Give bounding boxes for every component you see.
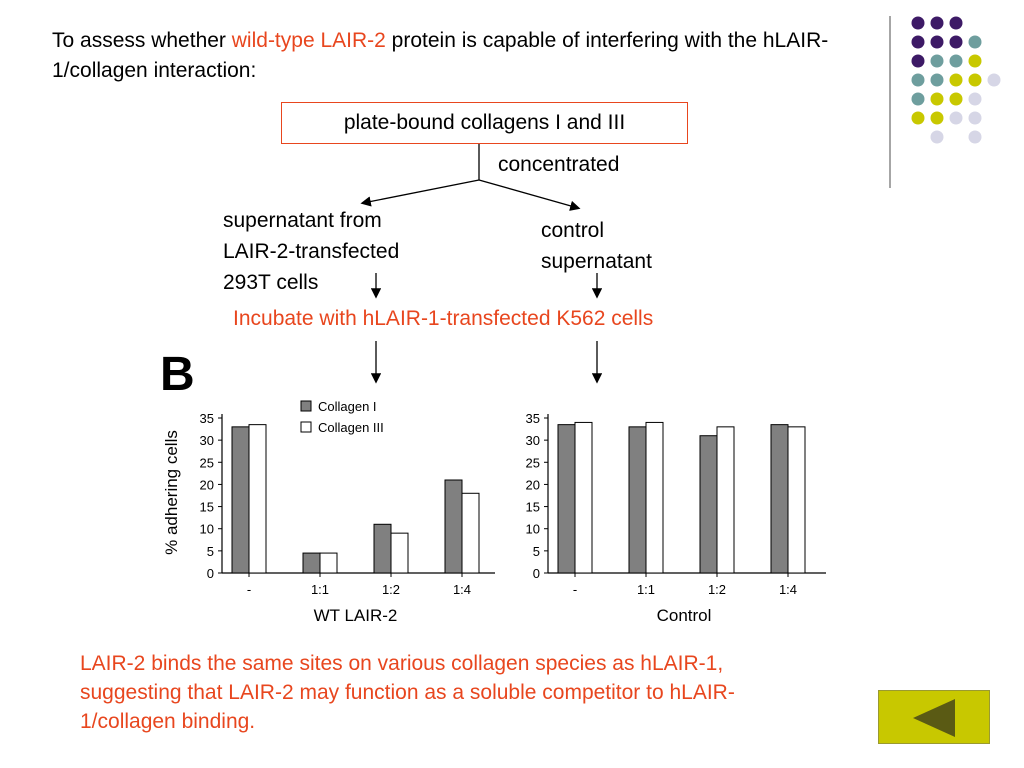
decorative-dot: [949, 92, 963, 106]
conclusion-text: LAIR-2 binds the same sites on various c…: [80, 652, 735, 733]
x-tick-label: 1:2: [382, 582, 400, 597]
decorative-dot: [911, 54, 925, 68]
decorative-dot: [930, 54, 944, 68]
decorative-dot: [930, 111, 944, 125]
decorative-dot: [930, 92, 944, 106]
legend-swatch: [300, 421, 312, 433]
x-tick-label: 1:4: [779, 582, 797, 597]
y-tick-label: 25: [526, 455, 540, 470]
x-tick-label: 1:2: [708, 582, 726, 597]
y-tick-label: 30: [200, 433, 214, 448]
decorative-dot: [930, 130, 944, 144]
bar-collagen-iii: [248, 424, 267, 574]
intro-part2: protein is capable of interfering with t…: [52, 29, 829, 82]
left-branch-line-1: supernatant from: [223, 209, 382, 232]
decorative-dot: [930, 16, 944, 30]
decorative-dot-grid: [889, 16, 1001, 188]
decorative-dot: [930, 73, 944, 87]
left-branch-line-3: 293T cells: [223, 271, 319, 294]
intro-part1: To assess whether: [52, 29, 232, 52]
right-branch-label: control supernatant: [541, 215, 701, 277]
x-tick-label: 1:4: [453, 582, 471, 597]
panel-label: B: [160, 348, 195, 401]
bar-collagen-i: [628, 426, 647, 574]
intro-text: To assess whether wild-type LAIR-2 prote…: [52, 26, 882, 86]
y-tick-label: 20: [526, 477, 540, 492]
bar-collagen-iii: [787, 426, 806, 574]
bar-collagen-iii: [390, 532, 409, 574]
x-tick-label: -: [573, 582, 577, 597]
left-branch-label: supernatant from LAIR-2-transfected 293T…: [223, 205, 453, 298]
back-arrow-icon: [913, 699, 955, 737]
bar-collagen-i: [373, 523, 392, 574]
y-tick-label: 35: [200, 411, 214, 426]
y-tick-label: 35: [526, 411, 540, 426]
incubate-label: Incubate with hLAIR-1-transfected K562 c…: [233, 307, 654, 330]
back-button[interactable]: [878, 690, 990, 744]
y-axis-label: % adhering cells: [162, 430, 181, 555]
y-tick-label: 25: [200, 455, 214, 470]
y-tick-label: 20: [200, 477, 214, 492]
right-branch-arrow: [478, 179, 581, 211]
decorative-dot: [968, 73, 982, 87]
bar-collagen-iii: [461, 492, 480, 574]
decorative-dot: [968, 130, 982, 144]
bar-collagen-i: [302, 552, 321, 574]
decorative-dot: [911, 35, 925, 49]
decorative-dot: [949, 73, 963, 87]
y-tick-label: 15: [200, 500, 214, 515]
collagen-plate-box: plate-bound collagens I and III: [281, 102, 688, 144]
x-tick-label: 1:1: [637, 582, 655, 597]
right-branch-line-1: control: [541, 219, 605, 242]
y-tick-label: 10: [200, 522, 214, 537]
x-tick-label: -: [247, 582, 251, 597]
decorative-dot: [968, 92, 982, 106]
decorative-dot: [911, 16, 925, 30]
decorative-dot: [949, 16, 963, 30]
decorative-dot: [911, 111, 925, 125]
decorative-dot: [968, 54, 982, 68]
right-branch-line-2: supernatant: [541, 250, 652, 273]
chart-1: 0 5 10 15 20 25 30 35 - 1:1 1:2 1:4 WT LAIR-2 % adher…: [162, 399, 495, 625]
x-tick-label: 1:1: [311, 582, 329, 597]
x-axis-label: WT LAIR-2: [314, 606, 398, 625]
bar-collagen-i: [699, 435, 718, 574]
y-tick-label: 0: [207, 566, 214, 581]
decorative-dot: [911, 92, 925, 106]
decorative-dot: [968, 35, 982, 49]
bar-collagen-i: [557, 424, 576, 574]
y-tick-label: 15: [526, 500, 540, 515]
decorative-dot: [930, 35, 944, 49]
legend-label: Collagen III: [318, 420, 384, 435]
flow-arrows: [360, 144, 603, 384]
decorative-dot: [968, 111, 982, 125]
bar-collagen-iii: [319, 552, 338, 574]
decorative-dot: [987, 73, 1001, 87]
bar-charts: 0 5 10 15 20 25 30 35 - 1:1 1:2 1:4 WT LAIR-2 % adher…: [162, 399, 826, 625]
bar-collagen-iii: [645, 421, 664, 574]
decorative-dot: [949, 35, 963, 49]
y-tick-label: 30: [526, 433, 540, 448]
intro-highlight: wild-type LAIR-2: [231, 29, 386, 52]
left-branch-line-2: LAIR-2-transfected: [223, 240, 400, 263]
bar-collagen-i: [444, 479, 463, 574]
y-tick-label: 0: [533, 566, 540, 581]
left-branch-arrow: [360, 179, 480, 207]
concentrated-label: concentrated: [498, 153, 620, 176]
decorative-dot: [949, 54, 963, 68]
y-tick-label: 5: [207, 544, 214, 559]
bar-collagen-i: [231, 426, 250, 574]
y-tick-label: 5: [533, 544, 540, 559]
bar-collagen-iii: [574, 421, 593, 574]
x-axis-label: Control: [657, 606, 712, 625]
bar-collagen-i: [770, 424, 789, 574]
decorative-dot: [911, 73, 925, 87]
decorative-dot: [949, 111, 963, 125]
y-tick-label: 10: [526, 522, 540, 537]
legend-swatch: [300, 400, 312, 412]
legend-label: Collagen I: [318, 399, 377, 414]
bar-collagen-iii: [716, 426, 735, 574]
